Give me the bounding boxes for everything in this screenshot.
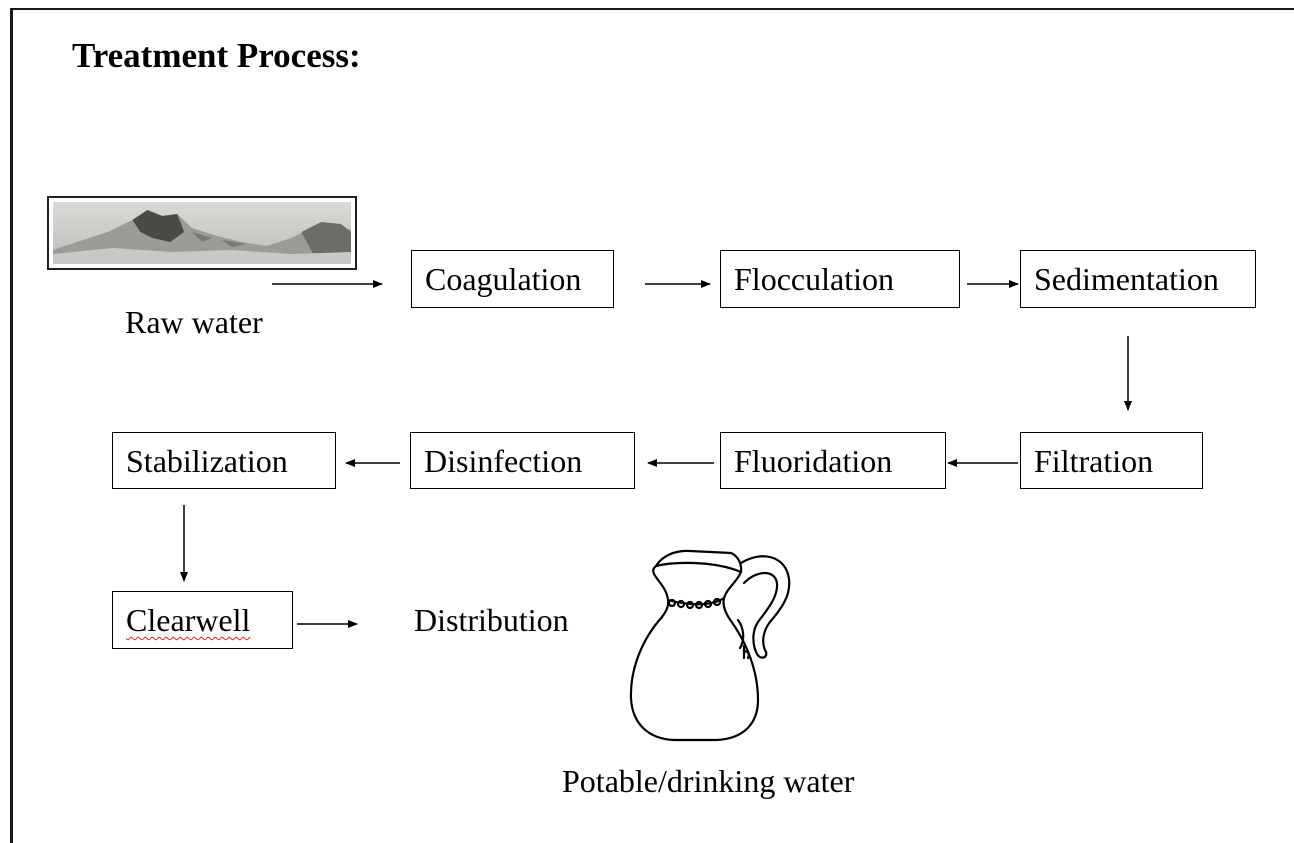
step-sedimentation: Sedimentation	[1020, 250, 1256, 308]
raw-water-label: Raw water	[125, 304, 263, 340]
clearwell-label: Clearwell	[126, 602, 251, 638]
step-filtration: Filtration	[1020, 432, 1203, 489]
page-frame-left	[10, 8, 13, 843]
step-disinfection: Disinfection	[410, 432, 635, 489]
step-fluoridation: Fluoridation	[720, 432, 946, 489]
step-flocculation: Flocculation	[720, 250, 960, 308]
water-pitcher-icon	[629, 549, 791, 742]
mountain-landscape-image	[47, 196, 357, 270]
step-clearwell: Clearwell	[112, 591, 293, 649]
potable-water-label: Potable/drinking water	[562, 763, 855, 799]
page-frame-top	[10, 8, 1294, 10]
step-coagulation: Coagulation	[411, 250, 614, 308]
diagram-title: Treatment Process:	[72, 36, 361, 75]
step-stabilization: Stabilization	[112, 432, 336, 489]
distribution-label: Distribution	[414, 602, 569, 638]
